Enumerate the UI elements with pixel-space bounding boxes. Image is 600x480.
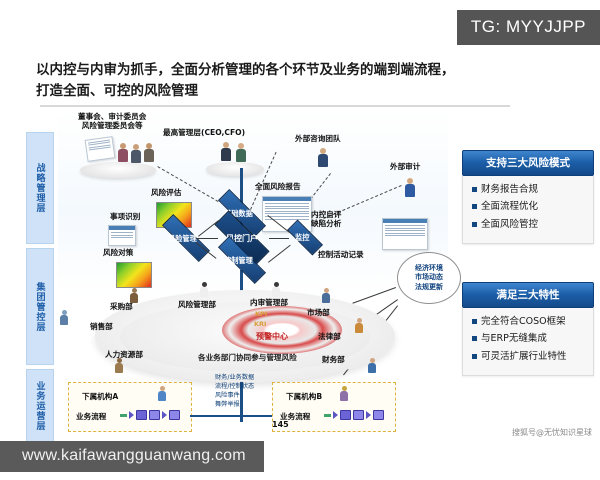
dept-label-internal-audit: 内审管理部	[250, 298, 288, 307]
risk-countermeasure-label: 风险对策	[103, 248, 134, 257]
panel-features: 满足三大特性 完全符合COSO框架 与ERP无缝集成 可灵活扩展行业特性	[462, 282, 594, 376]
environment-bubble-text: 经济环境 市场动态 法规更新	[415, 263, 443, 291]
souhu-watermark: 搜狐号@无忧知识星球	[512, 428, 592, 437]
top-management-podium	[206, 162, 264, 176]
dept-label-marketing: 市场部	[307, 308, 330, 317]
kri-label: KRI	[254, 320, 267, 328]
subsidiary-b-process-label: 业务流程	[280, 412, 311, 421]
board-figure-1	[118, 143, 128, 162]
dept-figure-legal	[355, 318, 363, 333]
alert-center-label: 预警中心	[256, 332, 288, 341]
overall-risk-report-label: 全面风险报告	[255, 182, 301, 191]
top-management-figure-2	[236, 143, 246, 162]
subsidiary-a-box	[68, 382, 192, 432]
page-title: 以内控与内审为抓手，全面分析管理的各个环节及业务的端到端流程， 打造全面、可控的…	[36, 60, 476, 102]
board-committee-label: 董事会、审计委员会 风险管理委员会等	[78, 112, 147, 131]
panel-risk-modes-item-2: 全面风险管控	[472, 218, 587, 232]
layer-label-operations: 业务运营层	[34, 381, 45, 431]
layer-band-group-control: 集团管控层	[26, 248, 54, 365]
external-audit-label: 外部审计	[390, 162, 421, 171]
headline-line-1: 以内控与内审为抓手，全面分析管理的各个环节及业务的端到端流程，	[36, 62, 455, 78]
dept-figure-internal-audit	[272, 282, 280, 297]
collaboration-caption: 各业务部门协同参与管理风险	[198, 353, 297, 362]
subsidiary-a-process-label: 业务流程	[76, 412, 107, 421]
subsidiary-a-title: 下属机构A	[82, 392, 119, 401]
dept-figure-marketing	[322, 288, 330, 303]
self-assessment-label: 内控自评 缺陷分析	[311, 210, 342, 229]
risk-assessment-label: 风险评估	[151, 188, 182, 197]
panel-features-item-0: 完全符合COSO框架	[472, 315, 587, 329]
top-management-figure-1	[221, 142, 231, 161]
control-activity-record-label: 控制活动记录	[318, 250, 364, 259]
board-podium	[80, 162, 156, 178]
board-figure-2	[131, 144, 141, 163]
dept-figure-purchasing	[130, 288, 138, 303]
node-risk-mgmt-label: 风险管理	[168, 234, 197, 243]
top-management-label: 最高管理层(CEO,CFO)	[163, 128, 246, 137]
dept-label-purchasing: 采购部	[110, 302, 133, 311]
dept-label-finance: 财务部	[322, 355, 345, 364]
site-watermark: www.kaifawangguanwang.com	[0, 441, 264, 472]
title-divider	[40, 105, 510, 107]
event-identification-label: 事项识别	[110, 212, 141, 221]
dept-figure-hr	[115, 358, 123, 373]
link-left-portal	[196, 238, 218, 239]
layer-label-strategic: 战略管理层	[34, 163, 45, 213]
node-portal-label: 风控门户	[226, 234, 258, 243]
subsidiary-a-process-flow	[120, 410, 180, 420]
subsidiary-b-process-flow	[324, 410, 384, 420]
center-spine-upper	[240, 168, 243, 228]
panel-features-body: 完全符合COSO框架 与ERP无缝集成 可灵活扩展行业特性	[462, 308, 594, 376]
panel-features-item-2: 可灵活扩展行业特性	[472, 350, 587, 364]
dept-label-hr: 人力资源部	[105, 350, 143, 359]
tg-badge: TG: MYYJJPP	[456, 10, 600, 45]
panel-risk-modes-item-1: 全面流程优化	[472, 200, 587, 214]
alert-center-bullseye	[222, 306, 342, 354]
external-consulting-figure	[318, 148, 328, 167]
subsidiary-a-figure	[158, 386, 166, 401]
dept-label-risk-mgmt: 风险管理部	[178, 300, 216, 309]
node-base-data-label: 基础数据	[224, 209, 253, 218]
data-stream-text: 财务/业务数据 流程/控制状态 风险事件 舞弊举报	[215, 374, 255, 408]
panel-features-item-1: 与ERP无缝集成	[472, 332, 587, 346]
external-consulting-label: 外部咨询团队	[295, 134, 341, 143]
board-figure-3	[144, 143, 154, 162]
external-audit-figure	[405, 178, 415, 197]
kpi-label: KPI	[255, 310, 268, 318]
event-identification-doc	[108, 225, 136, 246]
dept-figure-risk-mgmt	[200, 282, 208, 297]
headline-line-2: 打造全面、可控的风险管理	[36, 82, 198, 99]
dept-label-legal: 法律部	[318, 332, 341, 341]
node-monitoring-label: 监控	[295, 233, 310, 242]
diagram-canvas: 战略管理层 集团管控层 业务运营层 董事会、审计委员会 风险管理委员会等 最高管…	[0, 110, 600, 443]
control-activity-doc	[382, 218, 428, 250]
subsidiary-b-figure	[340, 386, 348, 401]
dept-label-sales: 销售部	[90, 322, 113, 331]
environment-bubble: 经济环境 市场动态 法规更新	[397, 252, 461, 304]
layer-label-group-control: 集团管控层	[34, 281, 45, 332]
dept-figure-finance	[368, 358, 376, 373]
board-chart-doc	[84, 136, 116, 162]
dept-figure-sales	[60, 310, 68, 325]
link-portal-right	[269, 238, 289, 239]
subsidiary-b-box	[272, 382, 396, 432]
subsidiary-b-title: 下属机构B	[286, 392, 323, 401]
layer-band-strategic: 战略管理层	[26, 132, 54, 244]
panel-risk-modes: 支持三大风险模式 财务报告合规 全面流程优化 全面风险管控	[462, 150, 594, 244]
layer-band-operations: 业务运营层	[26, 369, 54, 443]
risk-countermeasure-heatmap	[116, 262, 152, 288]
panel-features-title: 满足三大特性	[462, 282, 594, 308]
panel-risk-modes-item-0: 财务报告合规	[472, 183, 587, 197]
panel-risk-modes-title: 支持三大风险模式	[462, 150, 594, 176]
page-number: 145	[272, 420, 289, 429]
bottom-bus-line	[190, 415, 272, 417]
panel-risk-modes-body: 财务报告合规 全面流程优化 全面风险管控	[462, 176, 594, 244]
node-control-mgmt-label: 控制管理	[224, 256, 253, 265]
